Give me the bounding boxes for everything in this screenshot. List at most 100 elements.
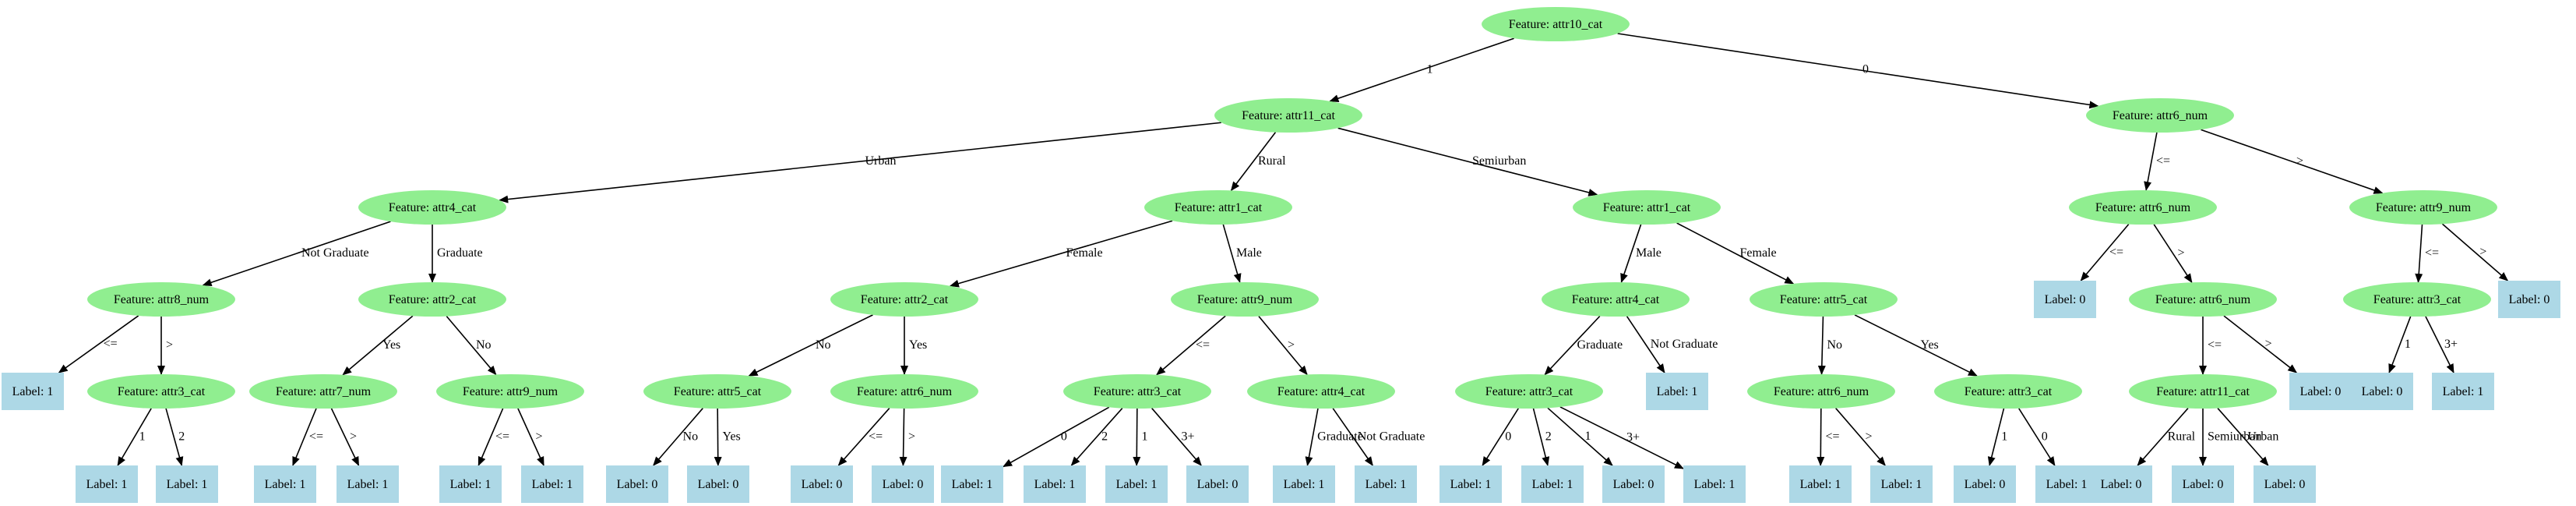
feature-node: Feature: attr6_num (830, 374, 978, 409)
label-leaf-box (1870, 465, 1933, 503)
edge-label: No (476, 338, 492, 352)
feature-node-text: Feature: attr8_num (114, 293, 210, 306)
label-leaf-text: Label: 1 (1881, 478, 1922, 491)
label-leaf-text: Label: 1 (1034, 478, 1076, 491)
feature-node-text: Feature: attr3_cat (2373, 293, 2461, 306)
feature-node-text: Feature: attr9_num (2376, 201, 2472, 214)
edge-n27-n51 (1482, 408, 1519, 466)
edge-n10-n21 (342, 315, 414, 376)
label-leaf-text: Label: 0 (802, 478, 843, 491)
feature-node-text: Feature: attr3_cat (118, 385, 206, 398)
label-leaf-box (2351, 373, 2413, 410)
edge-n9-n19 (58, 315, 139, 373)
label-leaf-box (606, 465, 668, 503)
label-leaf-node: Label: 1 (1870, 465, 1933, 503)
label-leaf-node: Label: 1 (1789, 465, 1852, 503)
feature-node-ellipse (1750, 282, 1898, 317)
feature-node-text: Feature: attr3_cat (1965, 385, 2053, 398)
label-leaf-text: Label: 1 (1366, 478, 1407, 491)
feature-node: Feature: attr3_cat (87, 374, 235, 409)
label-leaf-box (1683, 465, 1746, 503)
feature-node-ellipse (1747, 374, 1895, 409)
edge-n5-n11 (949, 220, 1173, 288)
feature-node-text: Feature: attr5_cat (1780, 293, 1868, 306)
label-leaf-node: Label: 0 (1954, 465, 2016, 503)
edge-label: Not Graduate (1358, 430, 1425, 443)
label-leaf-text: Label: 1 (532, 478, 573, 491)
edge-label: 1 (2405, 338, 2411, 351)
feature-node: Feature: attr4_cat (358, 190, 506, 225)
edge-label: Female (1066, 246, 1103, 260)
edge-n12-n25 (1156, 315, 1226, 376)
edge-label: > (2265, 338, 2272, 351)
label-leaf-node: Label: 0 (1186, 465, 1249, 503)
label-leaf-text: Label: 0 (2509, 293, 2550, 306)
edge-label: > (2479, 246, 2486, 259)
feature-node: Feature: attr2_cat (830, 282, 978, 317)
edge-n17-n34 (2425, 316, 2454, 373)
edge-n14-n30 (1854, 314, 1978, 377)
label-leaf-text: Label: 1 (167, 478, 208, 491)
feature-node-ellipse (249, 374, 397, 409)
feature-node-ellipse (1573, 190, 1721, 225)
feature-node-ellipse (358, 190, 506, 225)
label-leaf-text: Label: 0 (1965, 478, 2006, 491)
edge-label: <= (1826, 430, 1840, 444)
feature-node-text: Feature: attr5_cat (674, 385, 762, 398)
label-leaf-node: Label: 1 (1105, 465, 1168, 503)
feature-node-ellipse (2349, 190, 2497, 225)
edge-label: Urban (865, 154, 897, 168)
edge-label: Yes (722, 430, 740, 444)
feature-node-ellipse (1934, 374, 2082, 409)
edge-n2-n4 (499, 122, 1221, 203)
label-leaf-text: Label: 1 (1800, 478, 1841, 491)
edge-label: 2 (1101, 430, 1108, 443)
feature-node-ellipse (643, 374, 791, 409)
feature-node: Feature: attr3_cat (1063, 374, 1211, 409)
label-leaf-text: Label: 0 (2362, 385, 2403, 398)
feature-node: Feature: attr7_num (249, 374, 397, 409)
feature-node: Feature: attr3_cat (2343, 282, 2491, 317)
edge-label: Semiurban (2208, 430, 2261, 444)
label-leaf-text: Label: 0 (2183, 478, 2224, 491)
label-leaf-box (156, 465, 218, 503)
edge-label: > (2296, 154, 2303, 168)
edge-n17-n33 (2388, 316, 2412, 373)
label-leaf-box (2289, 373, 2352, 410)
edge-label: Graduate (1577, 338, 1623, 352)
edge-label: Not Graduate (1651, 338, 1718, 351)
edge-label: Graduate (437, 246, 483, 260)
edge-label: Graduate (1317, 430, 1363, 443)
label-leaf-text: Label: 1 (1694, 478, 1736, 491)
edge-label: <= (869, 430, 883, 443)
feature-node-ellipse (1144, 190, 1292, 225)
edge-label: Yes (1921, 338, 1939, 352)
feature-node-ellipse (2069, 190, 2217, 225)
edge-label: No (683, 430, 699, 443)
label-leaf-text: Label: 1 (1284, 478, 1325, 491)
edge-label: > (2178, 246, 2185, 260)
feature-node-ellipse (87, 374, 235, 409)
label-leaf-node: Label: 1 (1521, 465, 1584, 503)
label-leaf-box (2432, 373, 2494, 410)
label-leaf-node: Label: 0 (2172, 465, 2234, 503)
edge-n25-n47 (1133, 408, 1141, 466)
feature-node-ellipse (2129, 282, 2277, 317)
edge-n26-n49 (1305, 408, 1319, 466)
edge-label: 1 (2001, 430, 2007, 443)
feature-node-ellipse (1482, 7, 1630, 41)
label-leaf-text: Label: 0 (698, 478, 739, 491)
label-leaf-box (2498, 281, 2560, 318)
feature-node-text: Feature: attr6_num (2095, 201, 2191, 214)
feature-node-text: Feature: attr6_num (2155, 293, 2251, 306)
label-leaf-text: Label: 1 (1116, 478, 1158, 491)
edge-label: 0 (2042, 430, 2048, 443)
label-leaf-node: Label: 1 (337, 465, 399, 503)
edge-label: > (350, 430, 357, 443)
edge-label: 1 (1584, 430, 1591, 443)
label-leaf-box (2034, 281, 2096, 318)
label-leaf-text: Label: 0 (2264, 478, 2306, 491)
label-leaf-text: Label: 1 (347, 478, 389, 491)
label-leaf-box (1024, 465, 1086, 503)
